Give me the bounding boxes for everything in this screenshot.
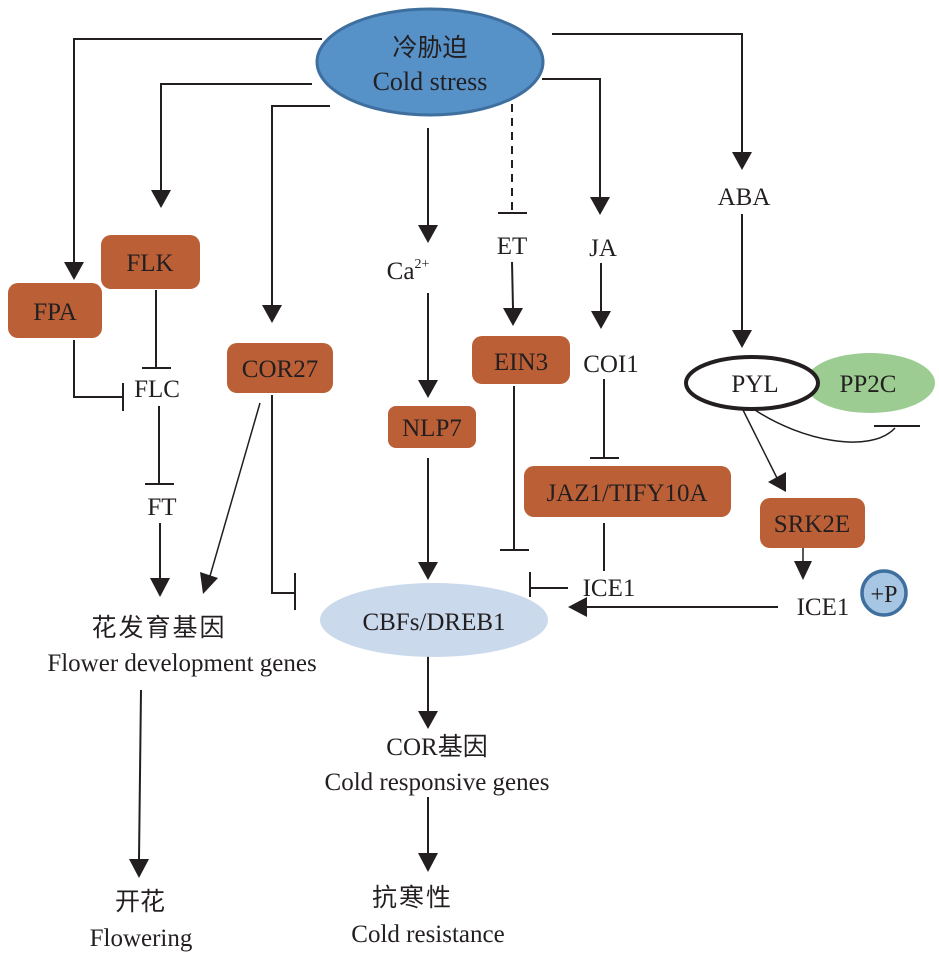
et-label: ET [497, 233, 528, 260]
node-cold-stress: 冷胁迫 Cold stress [315, 7, 545, 117]
cold-resistance-zh: 抗寒性 [372, 884, 453, 912]
flowering-zh: 开花 [115, 888, 165, 916]
node-nlp7: NLP7 [388, 406, 476, 448]
flk-label: FLK [126, 250, 173, 277]
arrowhead [732, 152, 752, 170]
edge-pyl-to-pp2c [754, 409, 896, 443]
node-flk: FLK [101, 235, 200, 289]
node-ein3: EIN3 [472, 336, 570, 384]
cor27-label: COR27 [242, 356, 318, 383]
cor-genes-en: Cold responsive genes [325, 769, 550, 796]
ca-label: Ca2+ [387, 257, 430, 285]
pp2c-label: PP2C [840, 371, 897, 398]
pyl-label: PYL [731, 371, 778, 398]
arrowhead [418, 711, 438, 729]
ice1-right-label: ICE1 [797, 594, 850, 621]
arrowhead [262, 305, 282, 323]
arrowhead [200, 572, 218, 594]
flc-label: FLC [134, 376, 180, 403]
jaz1-label: JAZ1/TIFY10A [546, 480, 707, 507]
edge-cold-to-cor27 [271, 105, 330, 305]
edge-cold-to-fpa [73, 38, 322, 262]
arrowhead [732, 330, 752, 348]
ja-label: JA [589, 235, 617, 262]
arrowhead [151, 190, 171, 208]
arrowhead [768, 472, 786, 492]
srk2e-label: SRK2E [774, 511, 850, 538]
arrowhead [503, 308, 523, 326]
arrowhead [418, 562, 438, 580]
edge-cold-to-aba [552, 33, 743, 152]
node-fpa: FPA [8, 283, 102, 338]
arrowhead [129, 859, 149, 878]
arrowhead [64, 262, 84, 280]
node-pyl: PYL [684, 355, 820, 411]
flowering-en: Flowering [90, 925, 193, 952]
edge-cor27-to-flower-genes [209, 402, 261, 577]
ca-superscript: 2+ [414, 257, 429, 272]
ft-label: FT [147, 494, 176, 521]
cold-stress-en: Cold stress [373, 67, 488, 96]
arrowhead [150, 578, 170, 597]
phospho-label: +P [871, 582, 898, 608]
node-pp2c: PP2C [805, 353, 935, 413]
nlp7-label: NLP7 [402, 415, 462, 442]
edge-fpa-to-flc [73, 340, 122, 398]
edge-et-to-ein3 [511, 261, 514, 309]
cold-stress-zh: 冷胁迫 [392, 34, 467, 62]
ice1-left-label: ICE1 [583, 575, 636, 602]
node-cor27: COR27 [227, 343, 333, 393]
cbfs-label: CBFs/DREB1 [362, 609, 505, 636]
edge-cor27-to-cbfs [271, 395, 295, 594]
arrowhead [418, 853, 438, 872]
arrowhead [591, 311, 611, 329]
phosphorylation-badge: +P [860, 569, 908, 617]
coi1-label: COI1 [583, 351, 639, 378]
edge-cold-to-ja [542, 78, 601, 197]
node-jaz1: JAZ1/TIFY10A [524, 466, 731, 517]
flower-genes-en: Flower development genes [47, 650, 316, 677]
aba-label: ABA [718, 184, 771, 211]
node-cbfs: CBFs/DREB1 [320, 583, 548, 657]
edge-flower-genes-to-flowering [138, 689, 142, 860]
cold-resistance-en: Cold resistance [351, 921, 504, 948]
arrowhead [794, 561, 812, 580]
fpa-label: FPA [33, 299, 77, 326]
arrowhead [418, 380, 438, 398]
arrowhead [590, 197, 610, 215]
node-srk2e: SRK2E [760, 498, 865, 548]
ca-base: Ca [387, 258, 415, 285]
cor-genes-zh: COR基因 [386, 733, 487, 761]
arrowhead [418, 225, 438, 243]
edge-cold-to-flk [160, 83, 312, 190]
arrowhead [568, 597, 587, 617]
ein3-label: EIN3 [494, 349, 548, 376]
flower-genes-zh: 花发育基因 [91, 614, 226, 642]
edge-pyl-to-srk2e [741, 407, 778, 479]
